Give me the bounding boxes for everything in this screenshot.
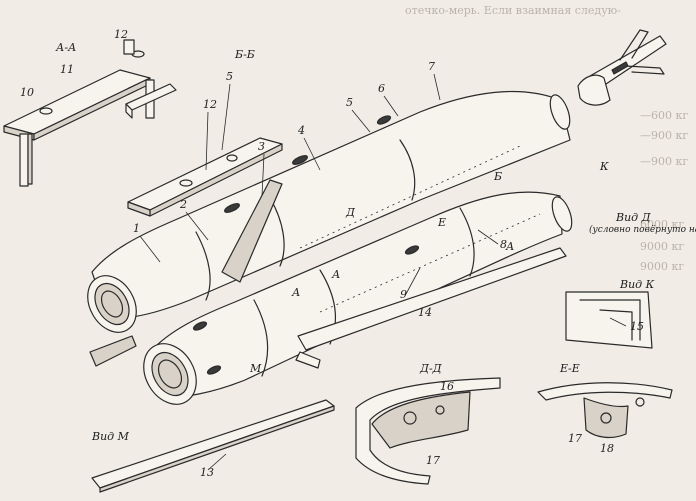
- view-d-note: (условно повёрнуто на 90°): [589, 224, 696, 235]
- callout-3: 3: [258, 140, 265, 153]
- leader-lines: [139, 73, 627, 471]
- arrow-labels: А А А Б Д Е К М: [249, 160, 609, 375]
- callout-1: 1: [133, 222, 140, 235]
- callout-2: 2: [179, 198, 187, 211]
- callout-17-b: 17: [568, 432, 582, 445]
- arrow-label-e: Е: [437, 216, 446, 229]
- section-a-a-title: А-А: [55, 41, 76, 54]
- section-b-b-title: Б-Б: [234, 48, 255, 61]
- view-m-title: Вид М: [91, 430, 130, 443]
- bleed-line-5: 9000 кг: [640, 240, 684, 253]
- arrow-label-d: Д: [345, 206, 356, 219]
- view-k-detail: [565, 291, 653, 349]
- arrow-label-a-1: А: [331, 268, 340, 281]
- view-labels: Вид Д (условно повёрнуто на 90°) Вид К В…: [91, 211, 696, 443]
- section-b-b-detail: Б-Б 5 12: [127, 48, 283, 217]
- engine-nacelle-assembly: [87, 90, 573, 405]
- bleed-through-text: отечко-мерь. Если взаимная следую- —600 …: [405, 4, 688, 273]
- view-m-strip: [91, 399, 335, 493]
- section-e-e-title: Е-Е: [559, 362, 580, 375]
- callout-10: 10: [20, 86, 34, 99]
- callout-7: 7: [428, 60, 435, 73]
- callout-16: 16: [440, 380, 454, 393]
- arrow-label-b: Б: [493, 170, 502, 183]
- callout-4: 4: [297, 124, 305, 137]
- callout-17-a: 17: [426, 454, 440, 467]
- callout-5-b: 5: [226, 70, 233, 83]
- callout-11: 11: [60, 63, 74, 76]
- side-strip-part: [295, 247, 567, 369]
- section-e-e-detail: [537, 382, 673, 439]
- callout-12-b: 12: [203, 98, 217, 111]
- callout-9: 9: [400, 288, 407, 301]
- callout-5: 5: [346, 96, 353, 109]
- arrow-label-a-3: А: [505, 240, 514, 253]
- bleed-line-6: 9000 кг: [640, 260, 684, 273]
- bleed-line-0: отечко-мерь. Если взаимная следую-: [405, 4, 621, 17]
- bleed-line-3: —900 кг: [640, 155, 688, 168]
- arrow-label-k: К: [599, 160, 609, 173]
- arrow-label-m: М: [249, 362, 262, 375]
- aircraft-icon: [577, 29, 667, 106]
- callout-18: 18: [600, 442, 614, 455]
- callout-14: 14: [418, 306, 432, 319]
- callout-13: 13: [200, 466, 214, 479]
- section-d-d-detail: [355, 377, 501, 485]
- bleed-line-1: —600 кг: [640, 109, 688, 122]
- callout-8: 8: [500, 238, 507, 251]
- section-a-a-detail: А-А 12 11 10: [3, 28, 177, 187]
- callout-15: 15: [630, 320, 644, 333]
- view-k-title: Вид К: [619, 278, 655, 291]
- arrow-label-a-2: А: [291, 286, 300, 299]
- bleed-line-4: 6000 кг: [640, 218, 684, 231]
- callout-12-a: 12: [114, 28, 128, 41]
- view-d-title: Вид Д: [615, 211, 652, 224]
- section-d-d-title: Д-Д: [419, 362, 443, 375]
- callout-numbers: 1 2 3 4 5 6 7 8 9 13 14 15 16 17 17 18: [133, 60, 644, 479]
- bleed-line-2: —900 кг: [640, 129, 688, 142]
- callout-6: 6: [378, 82, 385, 95]
